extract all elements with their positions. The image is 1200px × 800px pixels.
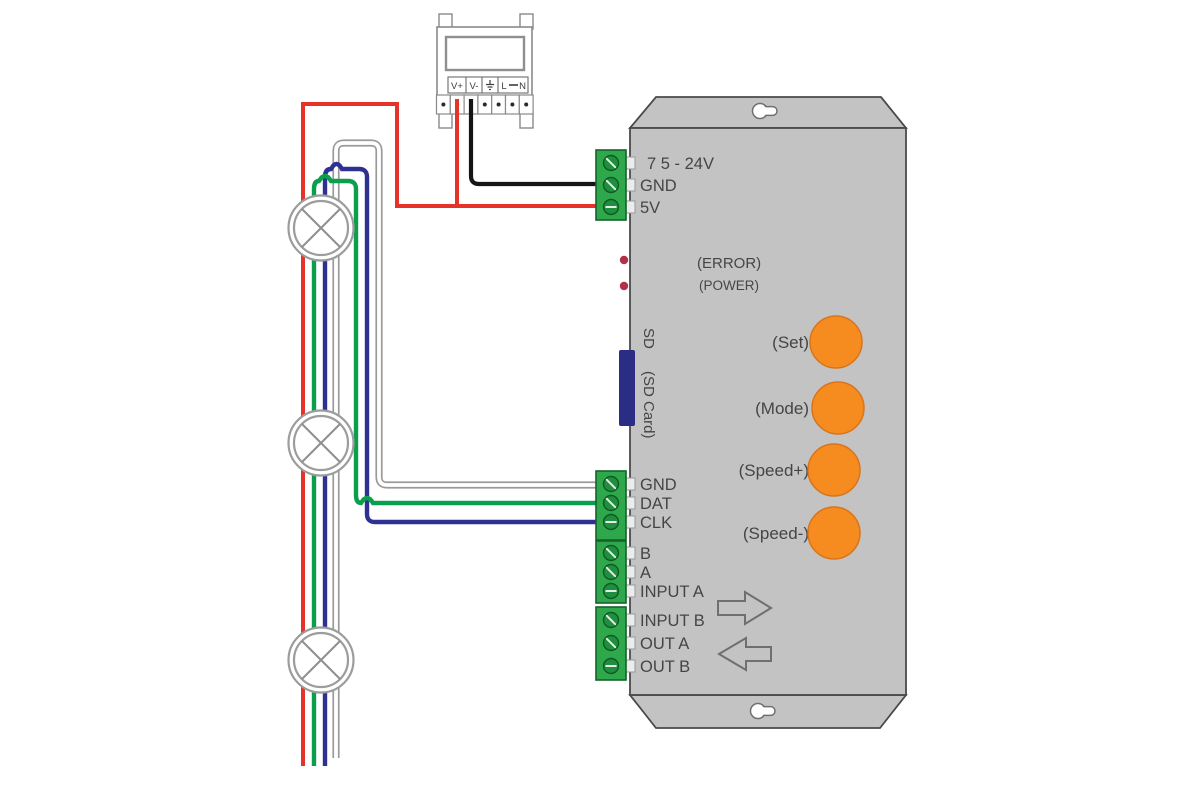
screw-terminal	[435, 94, 451, 115]
power-supply: V+ V- L N	[435, 13, 534, 129]
terminal-screw	[602, 634, 620, 652]
input-direction-arrow-icon	[717, 590, 773, 626]
terminal-screw	[602, 611, 620, 629]
data-terminal-block	[595, 470, 636, 541]
terminal-screw	[602, 563, 620, 581]
power-supply-screw-row	[435, 94, 534, 115]
speed-plus-button-label: (Speed+)	[739, 461, 809, 480]
sd-slot-label: SD	[640, 328, 657, 349]
screw-terminal	[491, 94, 507, 115]
output-terminal-block	[595, 606, 636, 681]
power-led-label: (POWER)	[699, 278, 759, 293]
terminal-label-b: B	[640, 545, 651, 563]
terminal-screw	[602, 154, 620, 172]
terminal-label-vplus: V+	[451, 81, 463, 92]
terminal-label-clk: CLK	[640, 514, 672, 532]
controller-enclosure: (ERROR) (POWER) SD (SD Card) (Set) (Mode…	[595, 96, 908, 729]
error-led	[619, 255, 629, 265]
power-led	[619, 281, 629, 291]
terminal-screw	[602, 513, 620, 531]
earth-ground-icon	[486, 80, 494, 91]
terminal-screw	[602, 544, 620, 562]
screw-terminal	[518, 94, 534, 115]
terminal-label-gnd-data: GND	[640, 476, 677, 494]
mounting-keyhole-top	[751, 102, 778, 120]
mode-button-label: (Mode)	[755, 399, 809, 418]
lamp-symbol-3	[287, 626, 355, 694]
terminal-label-input-a: INPUT A	[640, 583, 704, 601]
terminal-screw	[602, 198, 620, 216]
screw-terminal	[504, 94, 520, 115]
mounting-tab	[519, 112, 534, 129]
power-supply-terminal-strip: V+ V- L N	[447, 76, 529, 94]
terminal-label-vminus: V-	[470, 81, 479, 92]
terminal-label-out-a: OUT A	[640, 635, 689, 653]
power-supply-display	[444, 35, 526, 72]
wire-white-gnd-core	[334, 141, 610, 758]
wire-blue-clk	[322, 161, 610, 766]
sd-card-label: (SD Card)	[640, 371, 657, 439]
sd-card-slot	[619, 350, 635, 426]
terminal-label-input-b: INPUT B	[640, 612, 705, 630]
error-led-label: (ERROR)	[697, 255, 761, 272]
power-terminal-block	[595, 149, 636, 221]
terminal-label-neutral: N	[519, 81, 526, 92]
mounting-keyhole-bottom	[749, 702, 776, 720]
terminal-label-5v: 5V	[640, 199, 660, 217]
terminal-screw	[602, 494, 620, 512]
set-button-label: (Set)	[772, 333, 809, 352]
wire-red-5v	[301, 99, 610, 766]
terminal-label-gnd-power: GND	[640, 177, 677, 195]
speed-minus-button-label: (Speed-)	[743, 524, 809, 543]
terminal-screw	[602, 475, 620, 493]
lamp-symbol-1	[287, 194, 355, 262]
wire-black-gnd	[468, 99, 610, 187]
speed-plus-button	[807, 443, 861, 497]
terminal-screw	[602, 582, 620, 600]
screw-terminal	[477, 94, 493, 115]
terminal-screw	[602, 176, 620, 194]
speed-minus-button	[807, 506, 861, 560]
input-terminal-block	[595, 540, 636, 604]
wire-green-dat	[311, 173, 610, 766]
terminal-label-out-b: OUT B	[640, 658, 690, 676]
terminal-label-line: L	[501, 81, 506, 92]
terminal-screw	[602, 657, 620, 675]
set-button	[809, 315, 863, 369]
mounting-tab	[438, 112, 453, 129]
terminal-label-dat: DAT	[640, 495, 672, 513]
terminal-label-voltage: 7 5 - 24V	[647, 155, 714, 173]
output-direction-arrow-icon	[717, 636, 772, 672]
mode-button	[811, 381, 865, 435]
terminal-label-a: A	[640, 564, 651, 582]
lamp-symbol-2	[287, 409, 355, 477]
